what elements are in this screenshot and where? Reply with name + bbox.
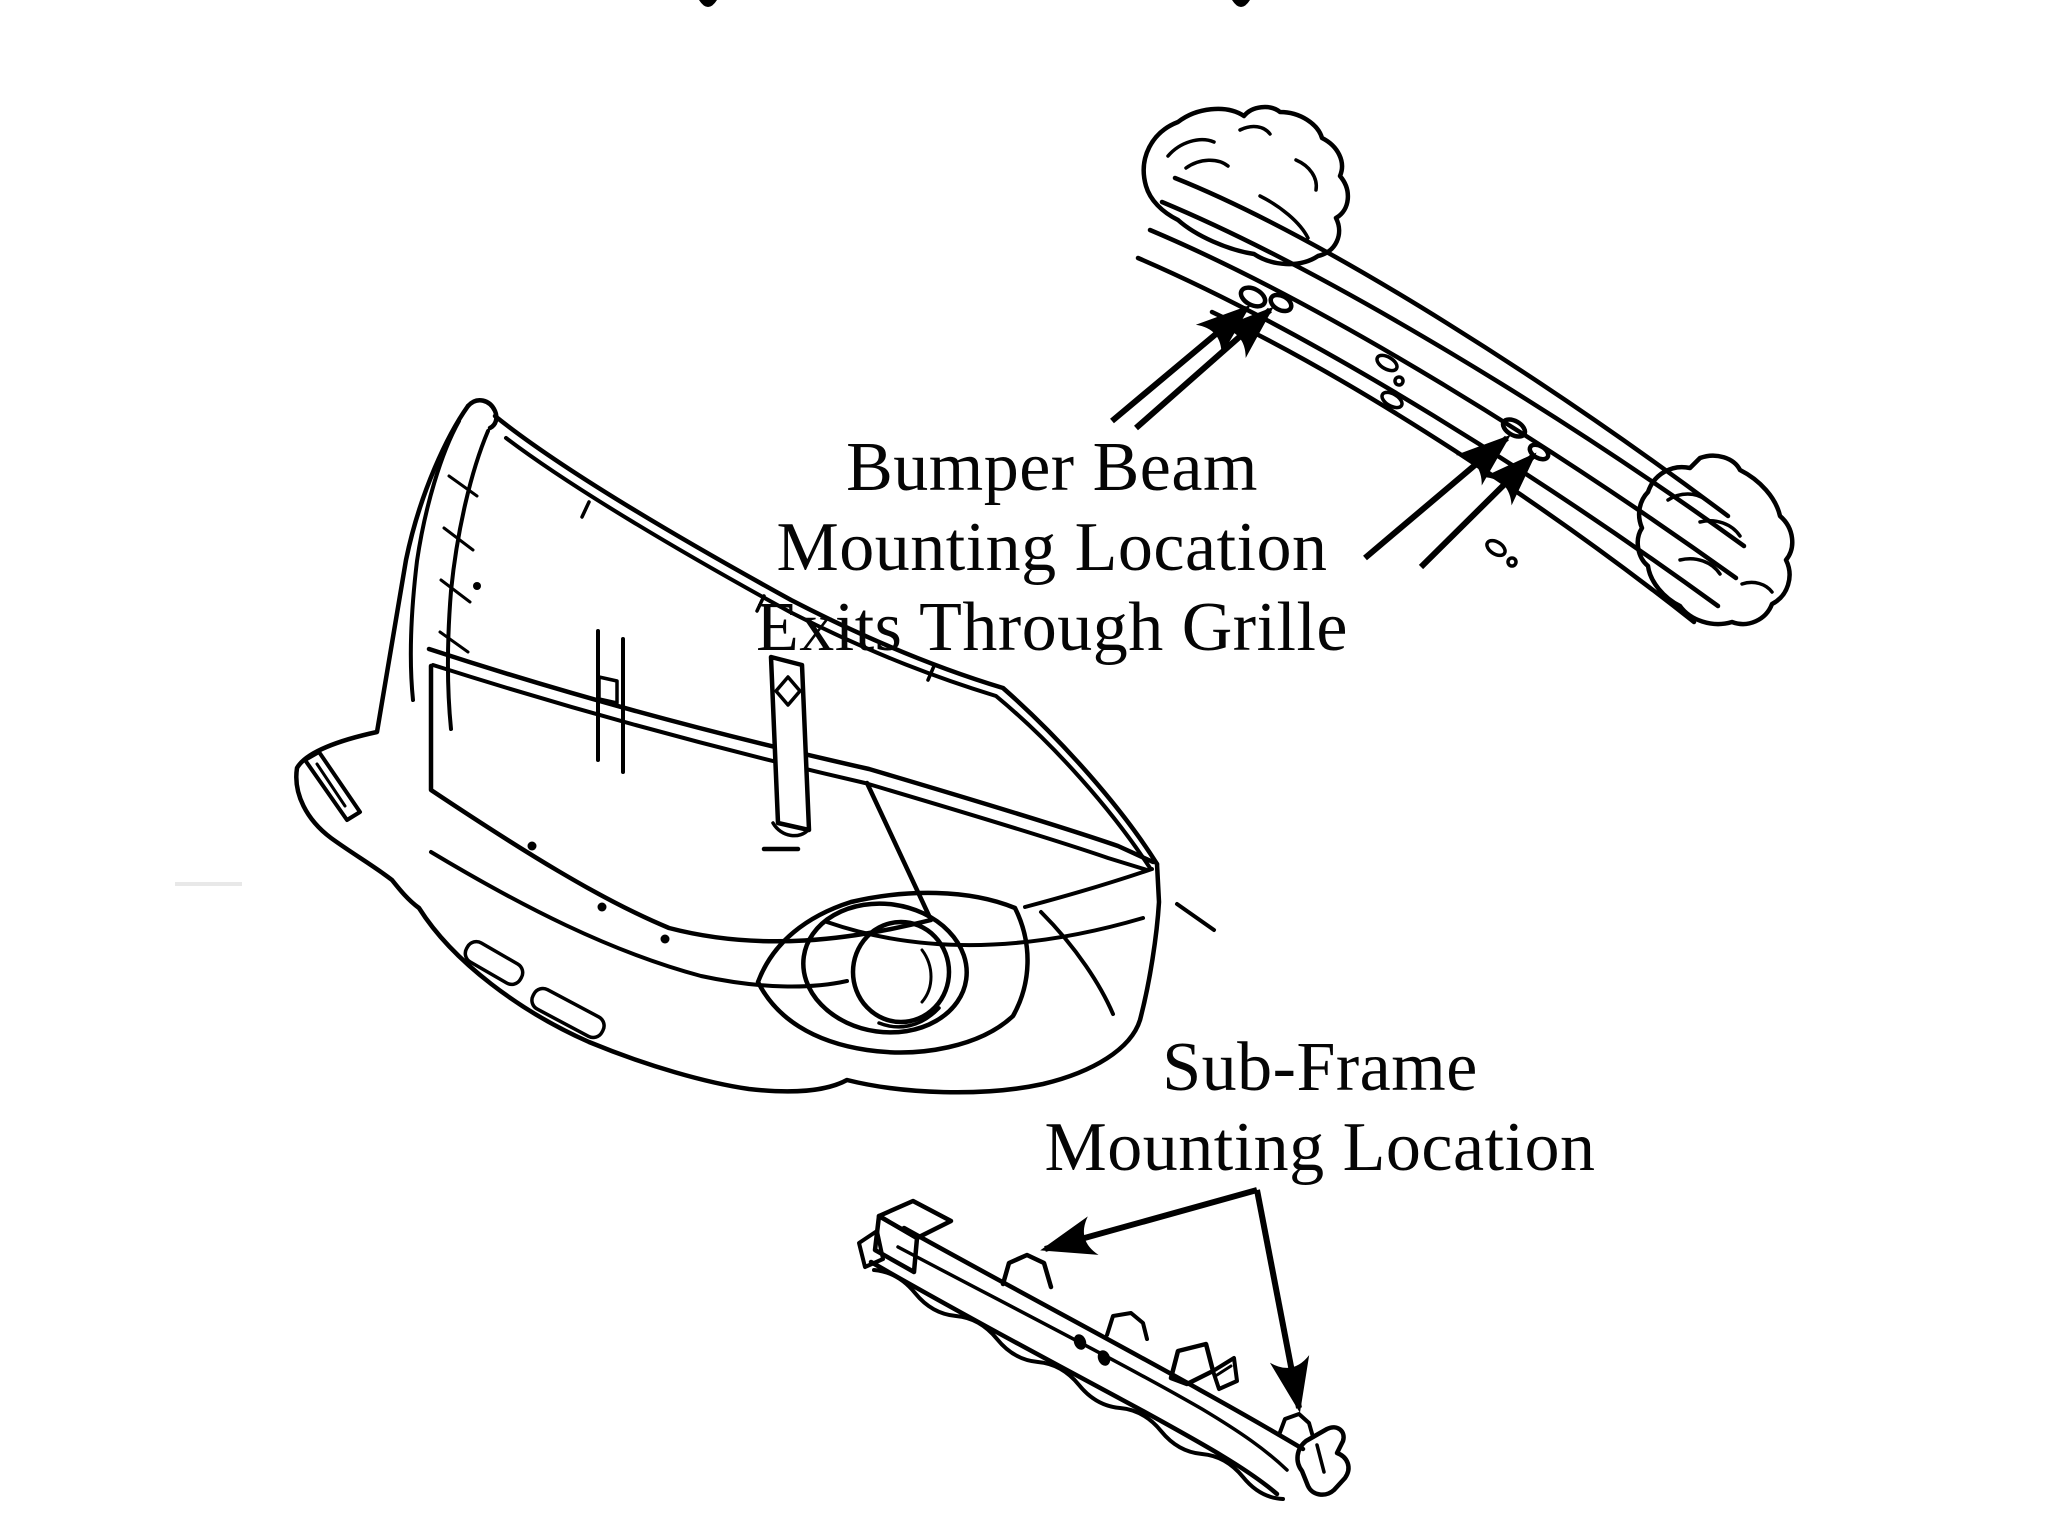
beam-arrow-right-2 — [1418, 452, 1537, 570]
cropped-title-remnants — [699, 0, 1250, 7]
beam-mount-arrows — [1110, 304, 1537, 570]
annotation-line: Sub-Frame — [1162, 1029, 1478, 1106]
beam-arrow-left-2 — [1134, 306, 1274, 431]
sub-frame-annotation: Sub-Frame Mounting Location — [940, 1028, 1700, 1188]
bumper-beam-drawing — [1135, 104, 1795, 627]
beam-arrow-left-1 — [1110, 304, 1251, 424]
annotation-line: Mounting Location — [776, 509, 1328, 586]
sub-frame-drawing — [857, 1198, 1351, 1501]
bumper-beam-annotation: Bumper Beam Mounting Location Exits Thro… — [672, 428, 1432, 668]
subframe-arrow-left — [1040, 1187, 1258, 1255]
bumper-cover-drawing — [294, 398, 1216, 1095]
annotation-line: Bumper Beam — [846, 429, 1258, 506]
beam-arrow-right-1 — [1363, 434, 1511, 561]
annotation-line: Exits Through Grille — [756, 589, 1348, 666]
subframe-arrow-right — [1254, 1189, 1310, 1413]
annotation-line: Mounting Location — [1044, 1109, 1596, 1186]
subframe-mount-arrows — [1040, 1187, 1310, 1413]
